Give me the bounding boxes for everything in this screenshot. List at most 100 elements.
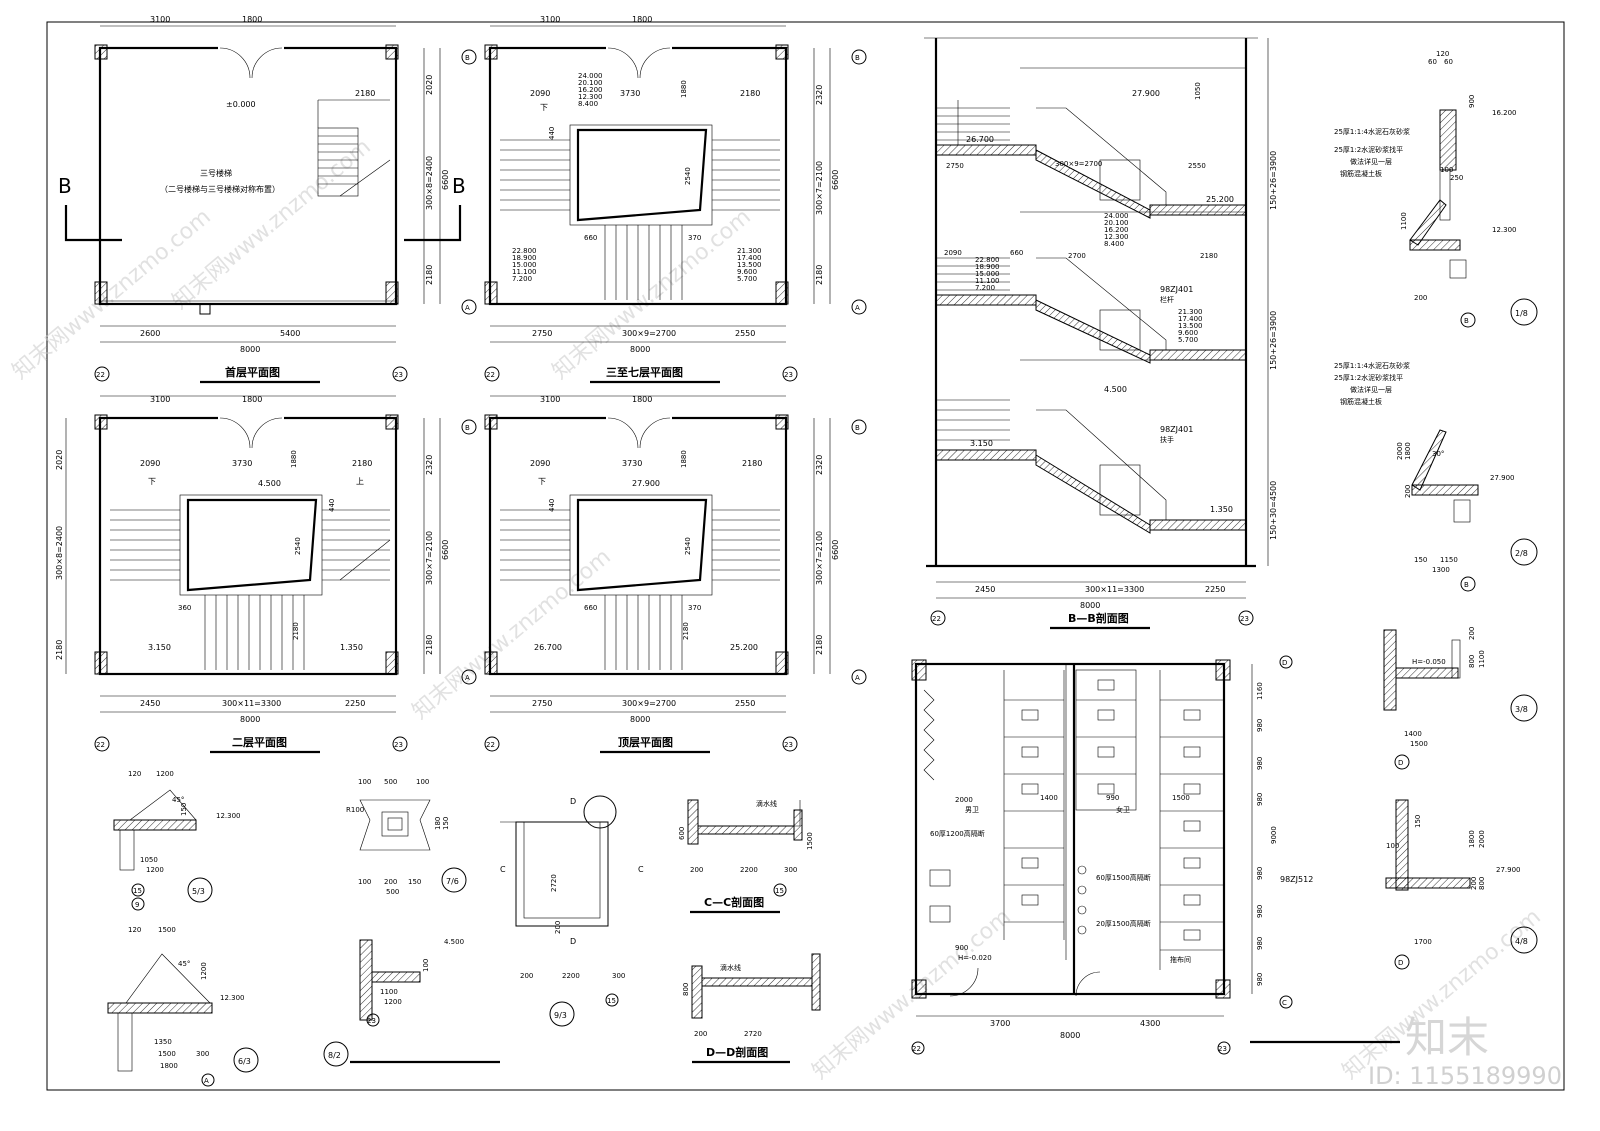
dim-label: 2180 <box>425 265 434 285</box>
detail-9-3-plan: D D C C 2720 200 2200 300 200 15 9/3 <box>500 795 644 1027</box>
dim-label: 980 <box>1256 719 1264 732</box>
dim-label: 2250 <box>1205 585 1225 594</box>
axis-label: 15 <box>133 887 142 895</box>
plan-wall <box>98 416 398 676</box>
elevation-label: 5.700 <box>737 275 757 283</box>
dim-label: 800 <box>1478 877 1486 890</box>
dim-label: 2180 <box>740 89 760 98</box>
dim-label: 300×11=3300 <box>222 699 281 708</box>
axis-label: 23 <box>1240 615 1249 623</box>
axis-label: B <box>1464 317 1469 325</box>
section-cut-label: C <box>500 865 506 874</box>
dim-label: 2200 <box>740 866 758 874</box>
axis-label: D <box>1398 959 1403 967</box>
stair-flight <box>1035 299 1151 364</box>
dim-label: 1880 <box>680 450 688 468</box>
elevation-label: 27.900 <box>1132 89 1160 98</box>
dim-label: 2000 <box>955 796 973 804</box>
dim-label: 1500 <box>806 832 814 850</box>
axis-label: 23 <box>1218 1045 1227 1053</box>
dim-label: 1350 <box>154 1038 172 1046</box>
elevation-label: 27.900 <box>1490 474 1515 482</box>
dim-label: 200 <box>384 878 397 886</box>
dim-label: 370 <box>688 604 701 612</box>
dim-label: 300×7=2100 <box>425 531 434 585</box>
elevation-label: 15.000 <box>512 261 537 269</box>
detail-note: 钢筋混凝土板 <box>1340 397 1382 406</box>
dim-label: 100 <box>1386 842 1399 850</box>
dim-label: 1880 <box>290 450 298 468</box>
dim-label: 300 <box>784 866 797 874</box>
dim-label: 6600 <box>831 540 840 560</box>
dim-label: 3100 <box>150 395 170 404</box>
plan-title: 三至七层平面图 <box>606 365 683 379</box>
dim-label: 6600 <box>831 170 840 190</box>
dim-label: 2750 <box>532 329 552 338</box>
dim-label: 3100 <box>540 395 560 404</box>
dim-label: 1500 <box>1410 740 1428 748</box>
axis-label: C <box>1282 999 1287 1007</box>
axis-label: 23 <box>394 741 403 749</box>
dim-label: 1800 <box>632 395 652 404</box>
elevation-label: 20.100 <box>1104 219 1129 227</box>
dim-label: 2450 <box>975 585 995 594</box>
elevation-label: 12.300 <box>216 812 241 820</box>
column <box>94 44 108 60</box>
axis-label: B <box>465 424 470 432</box>
axis-label: 22 <box>932 615 941 623</box>
axis-label: 23 <box>394 371 403 379</box>
dim-label: 300×8=2400 <box>55 526 64 580</box>
dim-label: 100 <box>1440 166 1453 174</box>
dim-label: 2750 <box>946 162 964 170</box>
elevation-label: 12.300 <box>220 994 245 1002</box>
detail-note: R100 <box>346 806 364 814</box>
detail-note: 25厚1:1:4水泥石灰砂浆 <box>1334 361 1410 370</box>
plan-second-floor: 2090 3730 2180 下 上 4.500 3.150 1.350 440… <box>55 395 477 754</box>
elevation-label: 5.700 <box>1178 336 1198 344</box>
dim-label: 440 <box>328 499 336 512</box>
id-label: ID: 1155189990 <box>1368 1062 1562 1090</box>
dim-label: 300×9=2700 <box>622 699 676 708</box>
dim-label: 370 <box>688 234 701 242</box>
elevation-label: 22.800 <box>512 247 537 255</box>
dim-label: 150 <box>408 878 421 886</box>
dim-label: 180 <box>434 817 442 830</box>
elevation-label: 16.200 <box>1104 226 1129 234</box>
dim-label: 150 <box>1414 556 1427 564</box>
axis-label: 23 <box>784 371 793 379</box>
dim-label: 3100 <box>540 15 560 24</box>
dim-label: 2180 <box>355 89 375 98</box>
detail-note: 做法详见一层 <box>1350 385 1392 394</box>
dim-label: 2180 <box>352 459 372 468</box>
dim-label: 360 <box>178 604 191 612</box>
dim-label: 2000 <box>1396 442 1404 460</box>
dim-label: 8000 <box>630 715 650 724</box>
section-title: C—C剖面图 <box>704 895 764 909</box>
room-label: 男卫 <box>965 806 979 814</box>
axis-label: D <box>1398 759 1403 767</box>
dim-label: 8000 <box>1060 1031 1080 1040</box>
dim-label: 2320 <box>425 455 434 475</box>
plan-note: 三号楼梯 <box>200 168 232 178</box>
dim-label: 200 <box>554 921 562 934</box>
elevation-label: 7.200 <box>512 275 532 283</box>
dim-label: 1400 <box>1404 730 1422 738</box>
axis-label: B <box>465 54 470 62</box>
elevation-label: 12.300 <box>1492 226 1517 234</box>
detail-label: 8/2 <box>328 1051 341 1060</box>
elevation-label: 4.500 <box>444 938 464 946</box>
dim-label: 2250 <box>345 699 365 708</box>
dim-label: 1100 <box>1478 650 1486 668</box>
dim-label: 2700 <box>1068 252 1086 260</box>
elevation-label: 3.150 <box>970 439 993 448</box>
dim-label: 1400 <box>1040 794 1058 802</box>
axis-label: B <box>1464 581 1469 589</box>
dim-label: 120 <box>1436 50 1449 58</box>
stair-flight <box>500 509 780 670</box>
detail-7-6: 100 500 100 180 150 100 200 150 500 R100… <box>346 778 467 896</box>
axis-label: 22 <box>486 741 495 749</box>
watermarks: 知末网www.znzmo.com 知末网www.znzmo.com 知末网www… <box>8 134 1546 1084</box>
elevation-label: 15.000 <box>975 270 1000 278</box>
axis-label: 22 <box>96 371 105 379</box>
